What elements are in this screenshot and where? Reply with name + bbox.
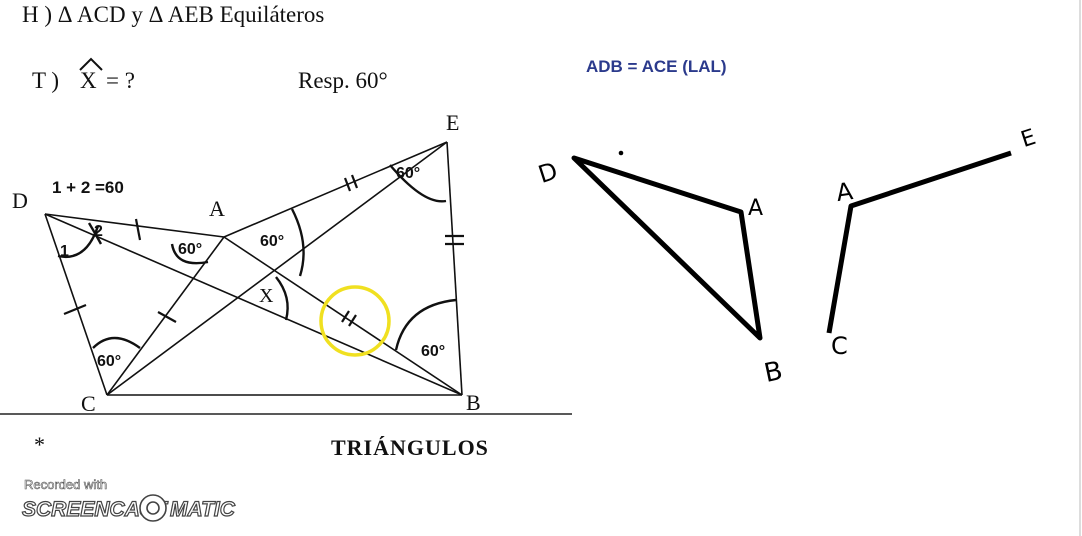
angle-arcs [57,164,457,351]
sketch-triangle-adb [571,155,763,341]
watermark-logo-icon [139,494,167,522]
angle-label-1: 1 [60,243,69,260]
hypothesis-text: H ) Δ ACD y Δ AEB Equiláteros [22,2,324,27]
answer-text: Resp. 60° [298,68,388,93]
thesis-label: T ) [32,68,59,93]
angle-hat-mark [79,57,103,71]
segment-d-b [44,213,463,396]
tick-d-c [63,303,87,316]
annotation-area: ADB = ACE (LAL) D A B A E C [535,57,1039,389]
footer-title: TRIÁNGULOS [331,435,489,460]
watermark-matic: MATIC [170,498,236,521]
congruence-note: ADB = ACE (LAL) [586,57,727,76]
sketch-label-b: B [762,356,786,389]
watermark-logo-inner-icon [146,501,160,515]
angle-label-2: 2 [94,223,103,240]
segment-d-c [44,213,108,396]
angle-label-a-inner: 60° [178,241,202,258]
tick-d-a [134,218,142,241]
point-label-x: X [259,285,274,307]
annotation-dot [618,150,624,156]
arc-x [275,276,289,321]
point-label-d: D [12,188,28,213]
screencast-watermark: Recorded with SCREENCAST MATIC [21,477,236,522]
tick-a-c [157,311,177,323]
point-label-c: C [81,391,96,416]
thesis-equation: = ? [106,68,135,93]
scanned-problem: H ) Δ ACD y Δ AEB Equiláteros T ) X = ? … [0,2,572,460]
footer-bullet: * [34,432,45,457]
congruence-ticks [63,174,464,327]
angle-label-a-upper: 60° [260,233,284,250]
segment-d-a [44,213,225,238]
segment-e-b [446,141,463,396]
highlight-circle [319,285,391,357]
point-label-b: B [466,390,481,415]
angle-label-c: 60° [97,353,121,370]
point-label-e: E [446,110,459,135]
point-label-a: A [209,196,225,221]
tick-a-e-1 [343,177,352,192]
tick-a-b-2 [348,314,357,327]
arc-c [92,336,141,349]
segment-c-e [106,141,448,396]
segment-a-e [223,141,448,238]
tick-a-e-2 [350,174,359,189]
watermark-recorded-with: Recorded with [24,477,107,492]
sketch-label-a-right: A [834,177,855,207]
arc-a-ae-ab [290,208,305,277]
sketch-label-a-left: A [748,196,763,221]
arc-b [394,298,457,351]
thesis-variable: X [80,68,97,93]
sketch-triangle-ace [826,150,1012,334]
tick-a-b-1 [341,310,350,323]
sketch-label-d: D [535,157,561,189]
angle-label-b: 60° [421,343,445,360]
angle-label-e: 60° [396,165,420,182]
sketch-label-e: E [1018,125,1039,153]
segment-a-b [223,236,463,396]
sketch-label-c: C [831,332,848,360]
arc-angle-2 [87,222,103,245]
angle-note: 1 + 2 =60 [52,178,124,197]
arc-e [389,164,447,203]
arc-a-inner [170,243,209,265]
arc-angle-1 [57,225,100,259]
